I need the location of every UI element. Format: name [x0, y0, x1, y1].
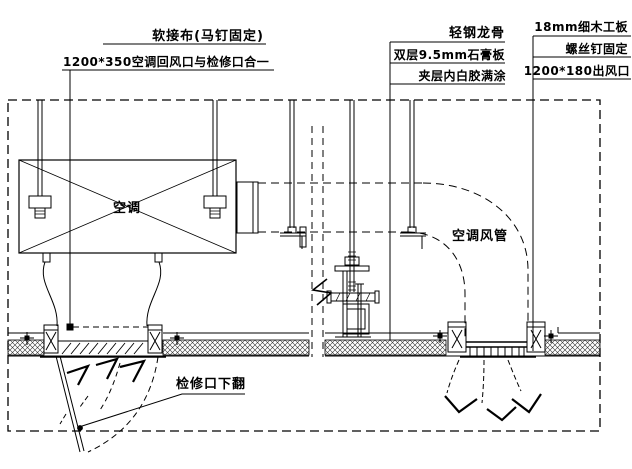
break-symbol [311, 278, 333, 306]
label-soft-cloth: 软接布(马钉固定) [152, 28, 264, 44]
leader-lines [62, 35, 631, 428]
label-blockboard: 18mm细木工板 [534, 19, 628, 34]
return-airflow-arrows [66, 357, 147, 386]
label-return-opening: 1200*350空调回风口与检修口合一 [63, 54, 269, 69]
ac-unit-label: 空调 [113, 200, 141, 216]
outlet-airflow-arrows [444, 359, 542, 422]
label-steel-keel: 轻钢龙骨 [449, 25, 505, 41]
duct-dashed [258, 182, 529, 340]
gypsum-board-band [7, 339, 601, 356]
ceiling-bolt-ticks [20, 330, 558, 345]
label-gypsum-board: 双层9.5mm石膏板 [394, 47, 506, 62]
leader-return-opening [62, 69, 274, 324]
label-access-panel: 检修口下翻 [176, 376, 246, 392]
duct-hanger-brackets [280, 100, 426, 249]
annotations: 软接布(马钉固定) 1200*350空调回风口与检修口合一 轻钢龙骨 双层9.5… [63, 19, 630, 392]
duct-elbow-inner [406, 231, 466, 340]
soft-return-connection [42, 253, 163, 327]
leader-outlet-group [532, 35, 631, 351]
access-panel-flip [55, 355, 159, 453]
return-air-grille [40, 324, 166, 358]
leader-keel-group [389, 41, 505, 340]
leader-access-panel [78, 393, 245, 428]
label-white-glue: 夹层内白胶满涂 [418, 68, 506, 83]
flexible-duct-connector [236, 181, 259, 234]
ac-hanger-rods [28, 100, 227, 219]
label-ac-duct: 空调风管 [452, 228, 508, 244]
label-screw-fix: 螺丝钉固定 [565, 41, 628, 56]
keel-hanger-assembly [326, 100, 380, 338]
duct-elbow-outer [422, 182, 529, 322]
ceiling-structure [7, 327, 601, 357]
label-air-outlet: 1200*180出风口 [524, 63, 630, 78]
section-divider [311, 126, 324, 357]
ac-unit-box [18, 159, 237, 254]
drawing-border [7, 99, 601, 432]
